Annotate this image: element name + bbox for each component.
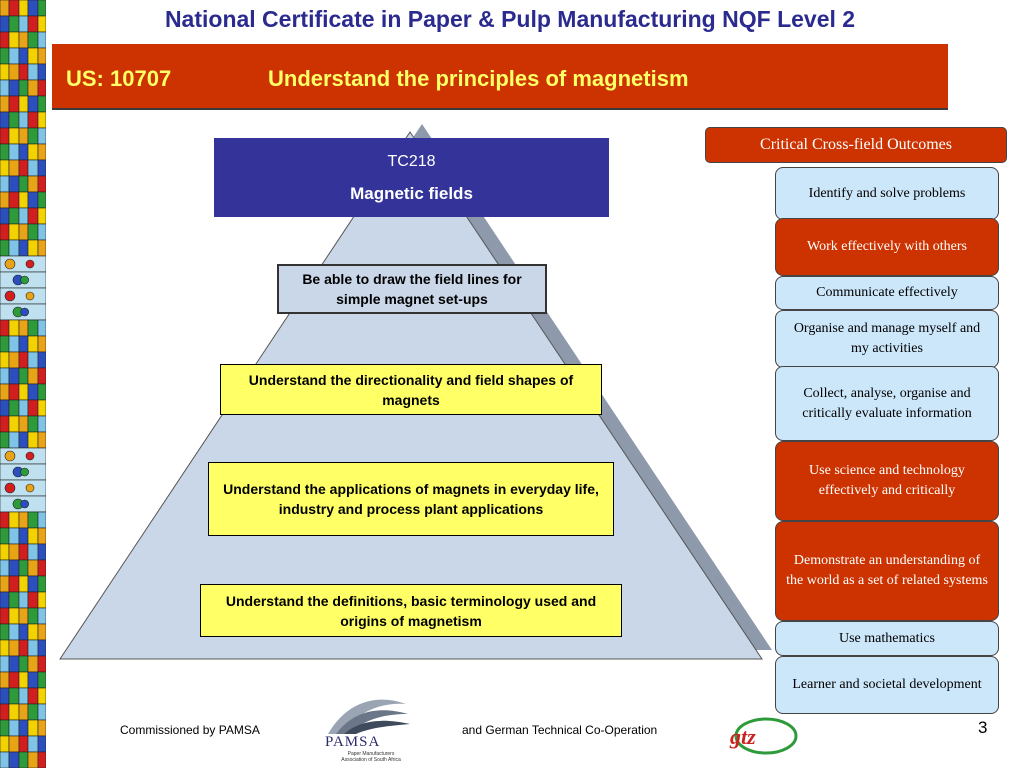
- border-dot: [20, 499, 29, 509]
- pamsa-logo-subtext: Paper Manufacturers Association of South…: [341, 751, 401, 763]
- border-dot: [4, 290, 16, 302]
- outcome-organise-manage: Organise and manage myself and my activi…: [775, 310, 999, 368]
- outcome-communicate: Communicate effectively: [775, 276, 999, 310]
- outcome-use-science: Use science and technology effectively a…: [775, 441, 999, 521]
- border-dot: [4, 450, 16, 462]
- border-dot: [20, 307, 29, 317]
- border-dot: [25, 259, 35, 269]
- border-dot: [4, 482, 16, 494]
- top-code: TC218: [387, 152, 436, 170]
- pamsa-logo-icon: [328, 699, 410, 734]
- border-dot: [4, 258, 16, 270]
- outcome-learner-societal: Learner and societal development: [775, 656, 999, 714]
- pyramid-level-1: Be able to draw the field lines for simp…: [277, 264, 547, 314]
- pyramid-level-4: Understand the definitions, basic termin…: [200, 584, 622, 637]
- footer-commissioned: Commissioned by PAMSA: [120, 723, 260, 737]
- border-tile: [37, 751, 46, 768]
- decorative-border-strip: [0, 0, 46, 768]
- border-dot: [20, 275, 29, 285]
- border-dot: [25, 451, 35, 461]
- gtz-logo-icon: gtz: [729, 717, 798, 755]
- page-number: 3: [978, 718, 988, 737]
- outcome-work-effectively: Work effectively with others: [775, 218, 999, 276]
- outcome-identify-solve: Identify and solve problems: [775, 167, 999, 220]
- outcome-demonstrate-understanding: Demonstrate an understanding of the worl…: [775, 521, 999, 621]
- pyramid-level-3: Understand the applications of magnets i…: [208, 462, 614, 536]
- slide-title: National Certificate in Paper & Pulp Man…: [164, 6, 856, 32]
- ccfo-header: Critical Cross-field Outcomes: [705, 127, 1007, 163]
- unit-title: Understand the principles of magnetism: [268, 66, 689, 91]
- outcome-collect-analyse: Collect, analyse, organise and criticall…: [775, 366, 999, 441]
- unit-code: US: 10707: [66, 66, 172, 91]
- footer-cooperation: and German Technical Co-Operation: [462, 723, 658, 737]
- border-dot: [25, 483, 35, 493]
- unit-banner: US: 10707 Understand the principles of m…: [52, 44, 948, 110]
- pyramid-level-2: Understand the directionality and field …: [220, 364, 602, 415]
- pamsa-logo-text: PAMSA: [325, 734, 381, 750]
- border-dot: [25, 291, 35, 301]
- gtz-logo-text: gtz: [729, 724, 756, 749]
- outcome-use-mathematics: Use mathematics: [775, 621, 999, 656]
- border-dot: [20, 467, 29, 477]
- pyramid-top-box: TC218 Magnetic fields: [214, 138, 609, 217]
- top-title: Magnetic fields: [350, 183, 473, 203]
